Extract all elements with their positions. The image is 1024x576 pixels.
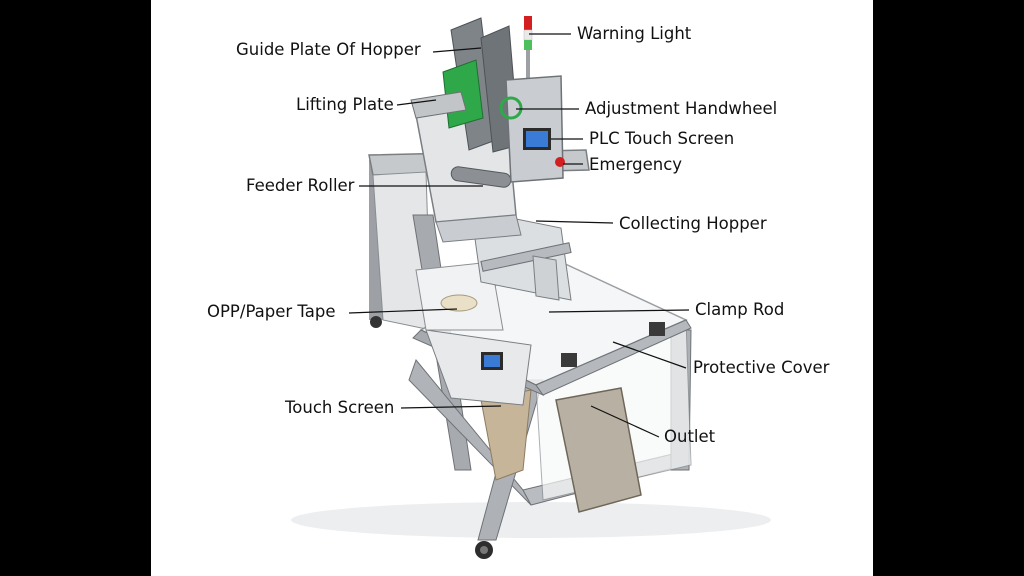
rear-left-foot	[370, 316, 382, 328]
label-clamp-rod: Clamp Rod	[695, 300, 785, 319]
handwheel	[499, 96, 523, 120]
label-guide-plate-of-hopper: Guide Plate Of Hopper	[236, 40, 421, 59]
label-feeder-roller: Feeder Roller	[246, 176, 355, 195]
label-outlet: Outlet	[664, 427, 716, 446]
label-warning-light: Warning Light	[577, 24, 692, 43]
label-touch-screen: Touch Screen	[285, 398, 395, 417]
label-opp-paper-tape: OPP/Paper Tape	[207, 302, 336, 321]
lifting-plate	[410, 91, 467, 119]
hinge-right	[649, 322, 665, 336]
diagram-canvas: Guide Plate Of Hopper Lifting Plate Feed…	[151, 0, 873, 576]
tape-roll	[440, 294, 478, 312]
warning-light-red	[524, 16, 532, 30]
label-adjustment-handwheel: Adjustment Handwheel	[585, 99, 778, 118]
label-lifting-plate: Lifting Plate	[296, 95, 394, 114]
label-collecting-hopper: Collecting Hopper	[619, 214, 767, 233]
clamp-rod	[480, 242, 572, 272]
label-emergency: Emergency	[589, 155, 683, 174]
control-box	[425, 329, 532, 406]
label-plc-touch-screen: PLC Touch Screen	[589, 129, 735, 148]
machine-illustration	[291, 16, 771, 559]
emergency-button	[555, 157, 565, 167]
label-protective-cover: Protective Cover	[693, 358, 830, 377]
hinge-left	[561, 353, 577, 367]
